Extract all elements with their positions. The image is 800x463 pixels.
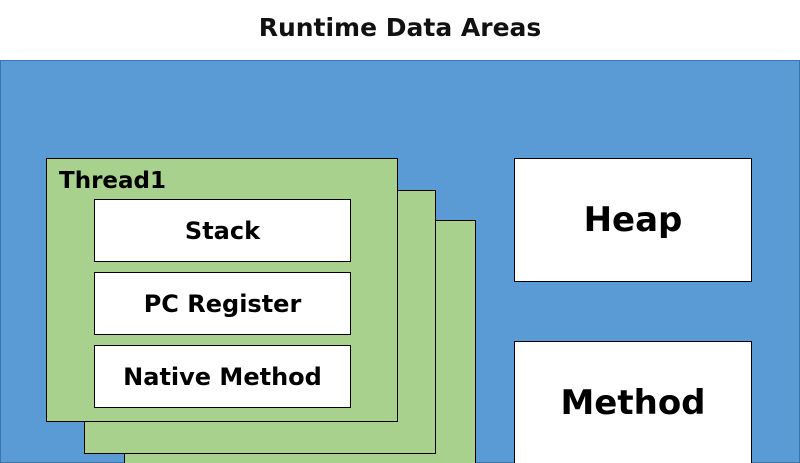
pc-register-box: PC Register [94, 272, 351, 335]
native-method-box: Native Method [94, 345, 351, 408]
stack-box: Stack [94, 199, 351, 262]
thread-label: Thread1 [59, 168, 166, 194]
runtime-data-area: Thread1 Stack PC Register Native Method … [0, 60, 800, 463]
diagram-title: Runtime Data Areas [258, 13, 542, 42]
heap-box: Heap [514, 158, 752, 282]
thread-frame-1: Thread1 Stack PC Register Native Method [46, 158, 398, 422]
method-box: Method [514, 341, 752, 463]
